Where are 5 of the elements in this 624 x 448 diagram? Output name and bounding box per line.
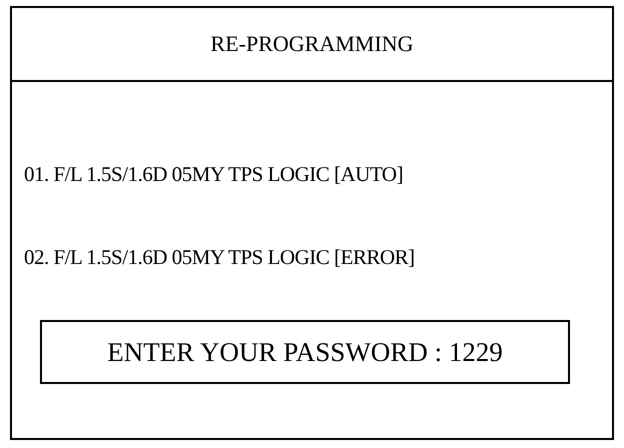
screen-title: RE-PROGRAMMING bbox=[12, 8, 612, 82]
menu-item-text: 02. F/L 1.5S/1.6D 05MY TPS LOGIC [ERROR] bbox=[24, 245, 415, 270]
screen-panel bbox=[10, 6, 614, 440]
menu-item-text: 01. F/L 1.5S/1.6D 05MY TPS LOGIC [AUTO] bbox=[24, 162, 403, 187]
password-prompt-box: ENTER YOUR PASSWORD : 1229 bbox=[40, 320, 570, 384]
